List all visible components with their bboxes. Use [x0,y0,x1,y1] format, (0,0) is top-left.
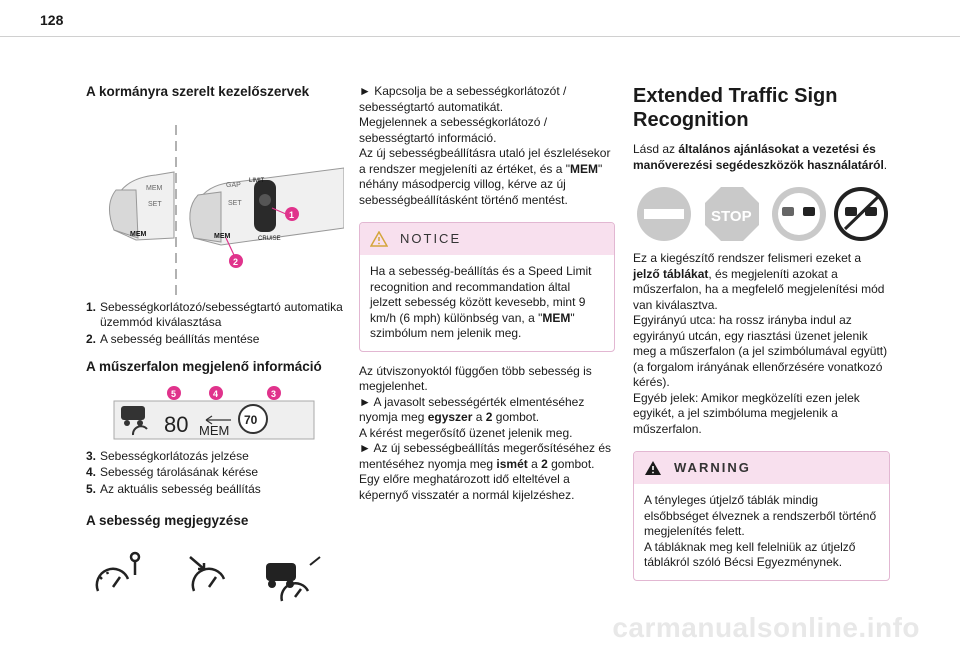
speedometer-pin-icon [95,551,141,591]
list-number: 4. [86,465,97,479]
mem-label-left: MEM [146,185,163,192]
set-label-right: SET [228,200,242,207]
limit-label: LIMIT [249,178,265,184]
paragraph: Megjelennek a sebességkorlátozó / sebess… [359,115,548,145]
list-item: 1.Sebességkorlátozó/sebességtartó automa… [86,300,344,331]
svg-text:4: 4 [213,389,218,399]
current-speed: 80 [164,412,188,437]
column-1: A kormányra szerelt kezelőszervek MEM SE… [86,84,345,607]
callout-3 [267,385,281,400]
speed-memorisation-icons [86,547,344,607]
dashboard-display-drawing: 80 MEM 70 5 4 3 [113,385,315,439]
list-text: Sebességkorlátozás jelzése [100,448,249,463]
sign-value: 70 [244,413,258,427]
warning-header: WARNING [634,452,889,484]
cruise-label: CRUISE [258,236,281,242]
heading-speed-memorisation: A sebesség megjegyzése [86,513,249,528]
header-divider [0,36,960,37]
list-number: 2. [86,331,97,346]
paragraph: Ez a kiegészítő rendszer felismeri ezeke… [633,251,885,312]
paragraph: Egyéb jelek: Amikor megközelíti ezen jel… [633,390,860,436]
watermark: carmanualsonline.info [612,612,920,643]
end-no-overtaking-sign-icon [834,187,888,241]
paragraph: ► A javasolt sebességérték elmentéséhez … [359,394,585,425]
notice-header: NOTICE [360,223,614,255]
stop-sign-text: STOP [711,208,752,225]
callout-2-text: 2 [233,257,238,267]
list-number: 1. [86,299,97,314]
svg-text:3: 3 [271,389,276,399]
column-3: Extended Traffic Sign Recognition Lásd a… [633,84,890,581]
car-speedometer-icon [266,555,321,601]
warning-label: WARNING [674,460,751,476]
list-text: A sebesség beállítás mentése [100,331,260,346]
heading-dashboard-info: A műszerfalon megjelenő információ [86,359,322,374]
callout-5 [167,385,181,400]
paragraph: A kérést megerősítő üzenet jelenik meg. [359,425,573,440]
svg-text:5: 5 [171,389,176,399]
warning-body: A tényleges útjelző táblák mindig elsőbb… [644,493,877,569]
traffic-signs-row: STOP [633,183,890,251]
paragraph: ► Az új sebességbeállítás megerősítéséhe… [359,441,612,471]
steering-controls-illustration: MEM SET MEM GAP SET MEM LIMIT CRUISE 1 2 [86,110,345,300]
list-item: 5.Az aktuális sebesség beállítás [86,482,344,498]
gap-label: GAP [226,182,241,189]
mem-display: MEM [199,423,229,438]
mem-label-left-bottom: MEM [130,231,147,238]
warning-triangle-filled-icon [645,461,661,475]
warning-triangle-icon [370,231,388,247]
list-item: 3.Sebességkorlátozás jelzése [86,449,344,465]
paragraph: Egy előre meghatározott idő elteltével a… [359,472,575,502]
paragraph: Az útviszonyoktól függően több sebesség … [359,363,592,394]
callout-2 [229,253,243,268]
mem-label-right: MEM [214,233,231,240]
section-title: Extended Traffic Sign Recognition [633,85,838,131]
set-label-left: SET [148,201,162,208]
paragraph: Egyirányú utca: ha rossz irányba indul a… [633,313,888,389]
steering-stalk-drawing: MEM SET MEM GAP SET MEM LIMIT CRUISE 1 2 [109,124,345,295]
list-number: 5. [86,481,97,496]
notice-label: NOTICE [400,231,462,247]
page-number: 128 [40,12,64,28]
intro-paragraph: Lásd az általános ajánlásokat a vezetési… [633,142,888,172]
dashboard-display-illustration: 80 MEM 70 5 4 3 [86,383,344,443]
paragraph: ► Kapcsolja be a sebességkorlátozót / se… [359,84,567,114]
notice-box: NOTICE Ha a sebesség-beállítás és a Spee… [359,222,615,352]
list-text: Sebesség tárolásának kérése [100,465,259,479]
heading-steering-controls: A kormányra szerelt kezelőszervek [86,84,310,99]
notice-body: Ha a sebesség-beállítás és a Speed Limit… [370,264,592,340]
no-overtaking-sign-icon [772,187,826,241]
warning-box: WARNING A tényleges útjelző táblák mindi… [633,451,890,581]
no-entry-sign-icon [637,187,691,241]
callout-1-text: 1 [289,210,294,220]
speedometer-arrow-icon [189,555,226,591]
stop-sign-icon: STOP [705,187,759,241]
list-text: Sebességkorlátozó/sebességtartó automati… [100,299,343,330]
list-text: Az aktuális sebesség beállítás [100,481,261,496]
column-2: ► Kapcsolja be a sebességkorlátozót / se… [359,84,615,503]
list-item: 2.A sebesség beállítás mentése [86,332,344,348]
list-item: 4.Sebesség tárolásának kérése [86,465,344,481]
dashboard-legend-list: 3.Sebességkorlátozás jelzése 4.Sebesség … [86,449,344,498]
callout-1 [285,206,299,221]
callout-4 [209,385,223,400]
list-number: 3. [86,448,97,463]
paragraph: Az új sebességbeállításra utaló jel észl… [359,146,611,207]
controls-legend-list: 1.Sebességkorlátozó/sebességtartó automa… [86,300,344,348]
